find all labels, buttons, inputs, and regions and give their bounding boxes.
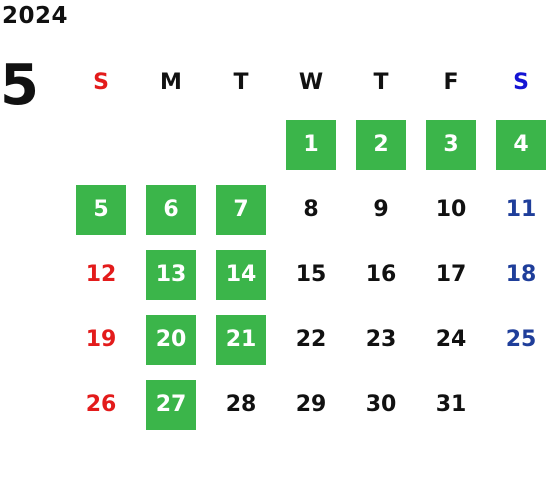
day-cell[interactable]: 22 xyxy=(276,307,346,372)
day-cell[interactable]: 19 xyxy=(66,307,136,372)
day-number: 11 xyxy=(505,197,537,222)
day-cell[interactable]: 20 xyxy=(136,307,206,372)
day-cell[interactable]: 28 xyxy=(206,372,276,437)
year-label: 2024 xyxy=(2,3,69,29)
day-number: 2 xyxy=(356,119,406,170)
weekday-header: M xyxy=(160,69,182,95)
day-cell[interactable]: 18 xyxy=(486,242,548,307)
day-number: 18 xyxy=(505,262,537,287)
day-cell[interactable]: 6 xyxy=(136,177,206,242)
day-number: 5 xyxy=(76,184,126,235)
day-number: 4 xyxy=(496,119,546,170)
day-number: 29 xyxy=(295,392,327,417)
day-cell[interactable]: 9 xyxy=(346,177,416,242)
day-number: 16 xyxy=(365,262,397,287)
day-cell[interactable]: 24 xyxy=(416,307,486,372)
empty-cell xyxy=(66,112,136,177)
day-cell[interactable]: 4 xyxy=(486,112,548,177)
day-cell[interactable]: 2 xyxy=(346,112,416,177)
day-cell[interactable]: 10 xyxy=(416,177,486,242)
day-number: 30 xyxy=(365,392,397,417)
day-number: 8 xyxy=(303,197,319,222)
day-cell[interactable]: 23 xyxy=(346,307,416,372)
weekday-header: T xyxy=(373,69,389,95)
day-number: 6 xyxy=(146,184,196,235)
day-cell[interactable]: 11 xyxy=(486,177,548,242)
day-number: 17 xyxy=(435,262,467,287)
month-number: 5 xyxy=(0,53,39,118)
weekday-header: T xyxy=(233,69,249,95)
day-cell[interactable]: 25 xyxy=(486,307,548,372)
day-number: 1 xyxy=(286,119,336,170)
day-number: 10 xyxy=(435,197,467,222)
day-cell[interactable]: 31 xyxy=(416,372,486,437)
day-cell[interactable]: 8 xyxy=(276,177,346,242)
day-cell[interactable]: 30 xyxy=(346,372,416,437)
day-cell[interactable]: 16 xyxy=(346,242,416,307)
day-cell[interactable]: 15 xyxy=(276,242,346,307)
day-cell[interactable]: 1 xyxy=(276,112,346,177)
day-cell[interactable]: 17 xyxy=(416,242,486,307)
day-number: 19 xyxy=(85,327,117,352)
day-number: 28 xyxy=(225,392,257,417)
day-number: 31 xyxy=(435,392,467,417)
day-cell[interactable]: 29 xyxy=(276,372,346,437)
day-number: 26 xyxy=(85,392,117,417)
day-number: 27 xyxy=(146,379,196,430)
day-number: 9 xyxy=(373,197,389,222)
day-number: 3 xyxy=(426,119,476,170)
day-number: 12 xyxy=(85,262,117,287)
day-cell[interactable]: 27 xyxy=(136,372,206,437)
day-cell[interactable]: 12 xyxy=(66,242,136,307)
day-number: 22 xyxy=(295,327,327,352)
empty-cell xyxy=(206,112,276,177)
day-number: 7 xyxy=(216,184,266,235)
empty-cell xyxy=(136,112,206,177)
day-cell[interactable]: 7 xyxy=(206,177,276,242)
day-number: 20 xyxy=(146,314,196,365)
weekday-header: S xyxy=(513,69,529,95)
day-number: 21 xyxy=(216,314,266,365)
day-cell[interactable]: 13 xyxy=(136,242,206,307)
day-cell[interactable]: 21 xyxy=(206,307,276,372)
day-number: 24 xyxy=(435,327,467,352)
day-cell[interactable]: 26 xyxy=(66,372,136,437)
day-number: 13 xyxy=(146,249,196,300)
day-cell[interactable]: 14 xyxy=(206,242,276,307)
weekday-header: W xyxy=(298,69,324,95)
weekday-header: S xyxy=(93,69,109,95)
day-number: 23 xyxy=(365,327,397,352)
day-cell[interactable]: 3 xyxy=(416,112,486,177)
day-cell[interactable]: 5 xyxy=(66,177,136,242)
day-number: 15 xyxy=(295,262,327,287)
weekday-header: F xyxy=(443,69,459,95)
day-number: 25 xyxy=(505,327,537,352)
day-number: 14 xyxy=(216,249,266,300)
